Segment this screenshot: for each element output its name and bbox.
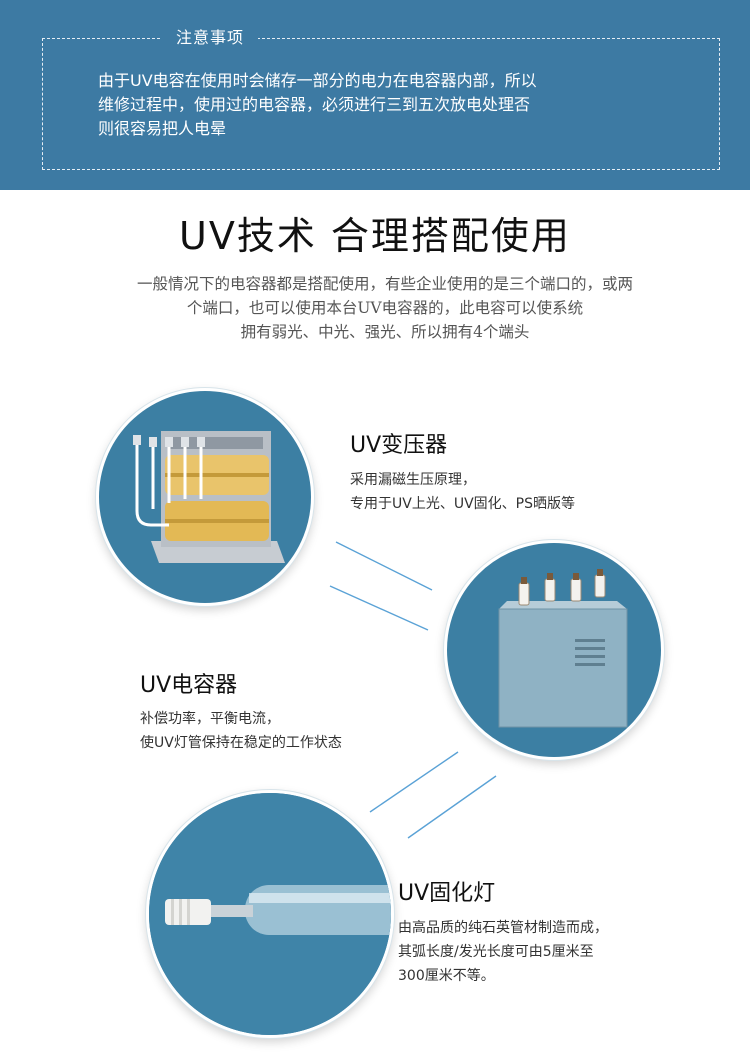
notice-body: 由于UV电容在使用时会储存一部分的电力在电容器内部，所以 维修过程中，使用过的电… <box>98 69 678 141</box>
transformer-desc-line: 采用漏磁生压原理， <box>350 472 476 488</box>
capacitor-title: UV电容器 <box>140 673 238 698</box>
notice-title: 注意事项 <box>162 26 259 50</box>
page-title: UV技术 合理搭配使用 <box>179 214 571 258</box>
uv-lamp-desc-line: 其弧长度/发光长度可由5厘米至 <box>398 944 594 960</box>
notice-banner: 注意事项 由于UV电容在使用时会储存一部分的电力在电容器内部，所以 维修过程中，… <box>0 0 750 190</box>
intro-line: 个端口，也可以使用本台UV电容器的，此电容可以使系统 <box>186 299 584 317</box>
notice-line: 由于UV电容在使用时会储存一部分的电力在电容器内部，所以 <box>98 71 537 90</box>
connector-line <box>335 541 433 591</box>
notice-line: 维修过程中，使用过的电容器，必须进行三到五次放电处理否 <box>98 95 531 114</box>
uv-lamp-icon <box>149 793 391 1035</box>
capacitor-desc-line: 补偿功率，平衡电流， <box>140 711 280 727</box>
uv-lamp-title: UV固化灯 <box>398 881 496 906</box>
connector-line <box>329 585 429 631</box>
uv-lamp-desc: 由高品质的纯石英管材制造而成， 其弧长度/发光长度可由5厘米至 300厘米不等。 <box>398 916 608 988</box>
notice-frame <box>42 38 720 170</box>
connector-line <box>407 775 497 839</box>
transformer-image <box>96 388 314 606</box>
capacitor-desc-line: 使UV灯管保持在稳定的工作状态 <box>140 735 342 751</box>
capacitor-desc: 补偿功率，平衡电流， 使UV灯管保持在稳定的工作状态 <box>140 707 342 755</box>
transformer-title: UV变压器 <box>350 433 448 458</box>
intro-line: 拥有弱光、中光、强光、所以拥有4个端头 <box>240 323 530 341</box>
transformer-desc: 采用漏磁生压原理， 专用于UV上光、UV固化、PS晒版等 <box>350 468 575 516</box>
intro-text: 一般情况下的电容器都是搭配使用，有些企业使用的是三个端口的，或两 个端口，也可以… <box>40 272 730 344</box>
transformer-desc-line: 专用于UV上光、UV固化、PS晒版等 <box>350 496 575 512</box>
uv-lamp-desc-line: 由高品质的纯石英管材制造而成， <box>398 920 608 936</box>
capacitor-icon <box>498 569 628 728</box>
notice-line: 则很容易把人电晕 <box>98 119 227 138</box>
intro-line: 一般情况下的电容器都是搭配使用，有些企业使用的是三个端口的，或两 <box>136 275 633 293</box>
uv-lamp-image <box>146 790 394 1038</box>
uv-lamp-desc-line: 300厘米不等。 <box>398 968 495 984</box>
capacitor-image <box>444 540 664 760</box>
transformer-icon <box>133 431 285 563</box>
